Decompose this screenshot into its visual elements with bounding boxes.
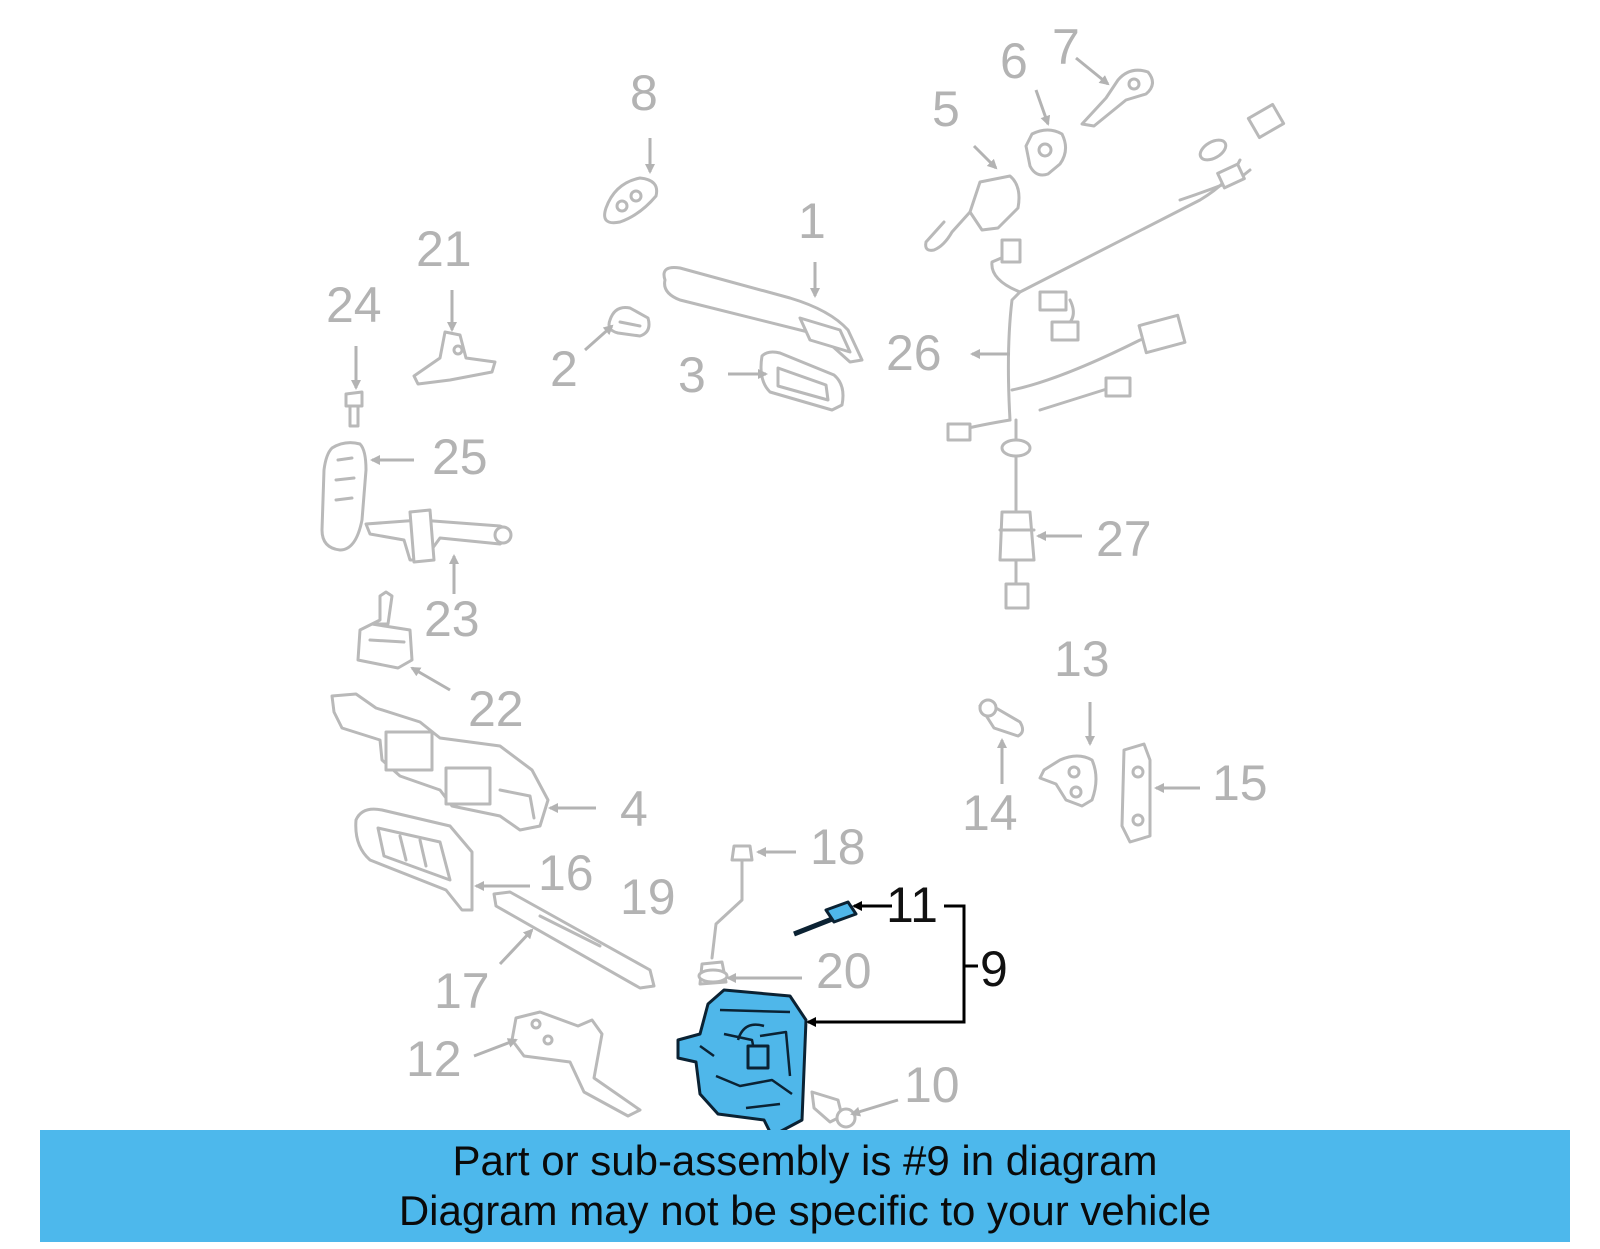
callout-27: 27: [1096, 511, 1152, 567]
callout-13: 13: [1054, 631, 1110, 687]
part-3-bezel: [759, 350, 845, 412]
part-9-door-lock-latch: [676, 988, 808, 1138]
banner-line-disclaimer: Diagram may not be specific to your vehi…: [398, 1187, 1212, 1234]
callout-18: 18: [810, 819, 866, 875]
callout-26: 26: [886, 325, 942, 381]
part-7-lever: [1080, 68, 1154, 128]
callout-6: 6: [1000, 33, 1028, 89]
callout-22: 22: [468, 681, 524, 737]
callout-labels: 1 2 3 4 5 6 7 8 9 10 11 12 13 14 15 16 1…: [326, 19, 1268, 1113]
part-26-wiring-harness: [946, 102, 1286, 442]
part-20-grommet: [697, 960, 729, 986]
callout-21: 21: [416, 221, 472, 277]
info-banner: Part or sub-assembly is #9 in diagram Di…: [40, 1130, 1570, 1242]
active-leader-lines: [806, 901, 978, 1027]
part-5-lock-cylinder: [924, 174, 1021, 252]
part-13-plate: [1038, 754, 1098, 808]
callout-25: 25: [432, 429, 488, 485]
callout-24: 24: [326, 277, 382, 333]
callout-5: 5: [932, 81, 960, 137]
callout-19: 19: [620, 869, 676, 925]
callout-10: 10: [904, 1057, 960, 1113]
callout-14: 14: [962, 785, 1018, 841]
callout-3: 3: [678, 347, 706, 403]
part-14-bolt: [978, 698, 1025, 738]
callout-15: 15: [1212, 755, 1268, 811]
part-22-lock-bracket: [356, 590, 414, 670]
callout-17: 17: [434, 963, 490, 1019]
part-4-carrier: [330, 692, 550, 832]
part-21-bracket: [412, 330, 497, 386]
callout-9: 9: [980, 941, 1008, 997]
banner-line-part: Part or sub-assembly is #9 in diagram: [452, 1137, 1158, 1184]
part-25-housing: [320, 441, 368, 552]
part-8-cap: [603, 176, 659, 225]
callout-7: 7: [1052, 19, 1080, 75]
leader-lines: [351, 56, 1200, 1117]
callout-16: 16: [538, 845, 594, 901]
callout-4: 4: [620, 781, 648, 837]
part-19-link-rod: [710, 858, 744, 960]
part-2-trim: [607, 306, 651, 338]
part-18-bolt: [730, 844, 754, 862]
callout-1: 1: [798, 193, 826, 249]
callout-12: 12: [406, 1031, 462, 1087]
callout-20: 20: [816, 943, 872, 999]
part-23-check-strap: [364, 508, 513, 564]
callout-23: 23: [424, 591, 480, 647]
callout-8: 8: [630, 65, 658, 121]
part-11-actuator-rod: [793, 900, 858, 937]
part-15-plate: [1120, 742, 1152, 844]
part-27-grommet: [998, 418, 1036, 610]
callout-2: 2: [550, 341, 578, 397]
part-24-bolt: [344, 390, 364, 428]
part-1-outer-handle: [662, 266, 864, 364]
part-17-rod: [492, 890, 656, 990]
part-12-striker-plate: [510, 1010, 642, 1118]
part-16-inner-handle: [354, 807, 474, 912]
part-6-cam: [1024, 128, 1067, 177]
part-10-bolt: [810, 1090, 857, 1129]
callout-11: 11: [886, 877, 938, 933]
